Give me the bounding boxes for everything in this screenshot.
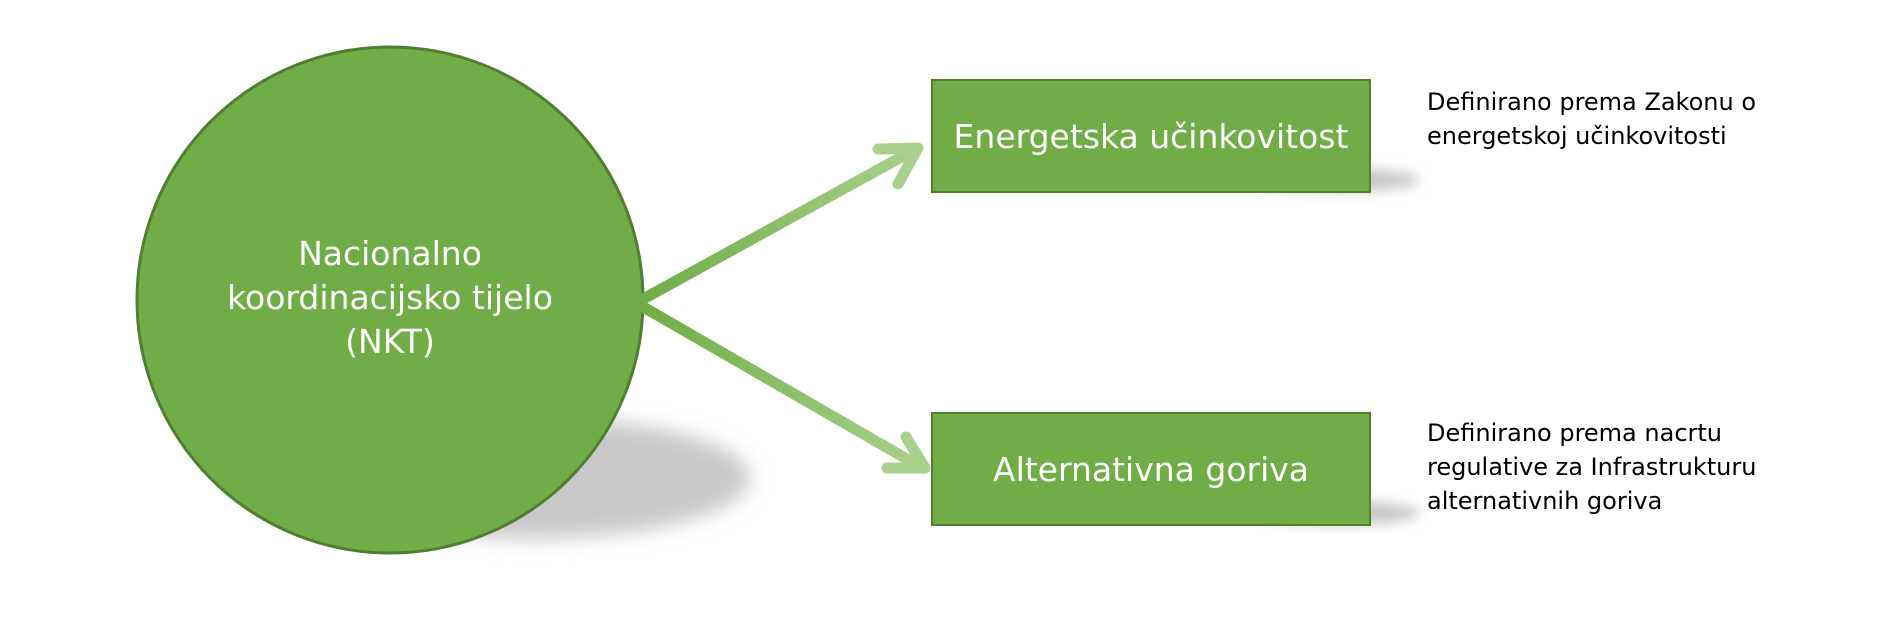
note-line: alternativnih goriva <box>1427 487 1663 515</box>
target-label-energy: Energetska učinkovitost <box>953 116 1349 156</box>
arrow-to-fuel <box>639 302 931 474</box>
center-node-line: (NKT) <box>345 322 435 361</box>
center-node-line: koordinacijsko tijelo <box>227 278 553 317</box>
center-node-label: Nacionalno koordinacijsko tijelo (NKT) <box>175 232 605 364</box>
note-energy: Definirano prema Zakonu o energetskoj uč… <box>1427 85 1756 153</box>
arrow-to-energy <box>639 142 924 304</box>
note-fuel: Definirano prema nacrtu regulative za In… <box>1427 416 1756 518</box>
note-line: Definirano prema Zakonu o <box>1427 88 1757 116</box>
center-node-line: Nacionalno <box>298 234 482 273</box>
target-label-fuel: Alternativna goriva <box>993 449 1309 489</box>
target-box-energy: Energetska učinkovitost <box>931 79 1371 193</box>
note-line: regulative za Infrastrukturu <box>1427 453 1757 481</box>
note-line: Definirano prema nacrtu <box>1427 419 1722 447</box>
target-box-fuel: Alternativna goriva <box>931 412 1371 526</box>
note-line: energetskoj učinkovitosti <box>1427 122 1727 150</box>
